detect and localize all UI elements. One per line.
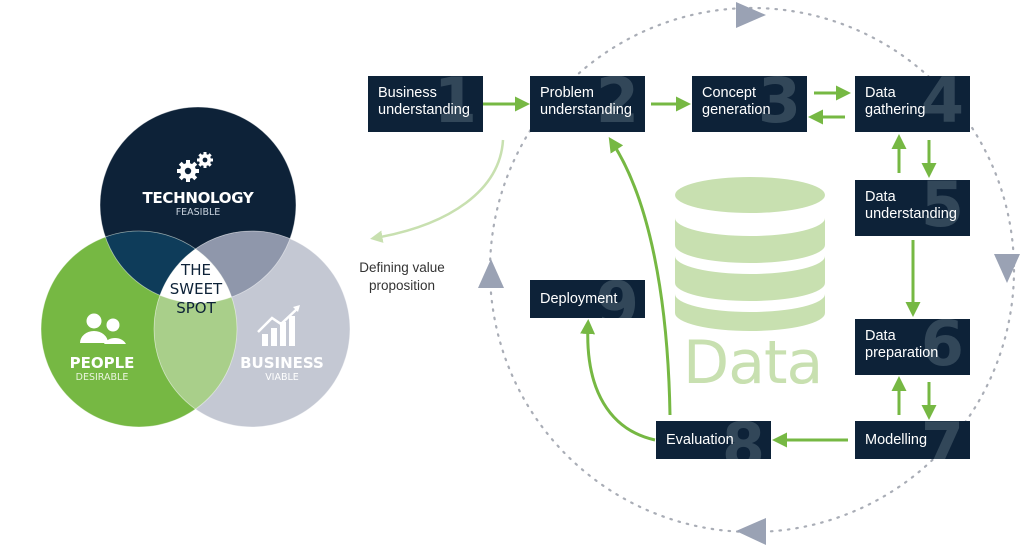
process-arrows bbox=[483, 85, 937, 448]
step-label: Data understanding bbox=[865, 189, 957, 222]
venn-sweet-spot-area bbox=[154, 231, 237, 303]
arrow-8-to-9 bbox=[580, 319, 656, 442]
step-label: Data preparation bbox=[865, 328, 939, 361]
step-label: Concept generation bbox=[702, 85, 771, 118]
step-6-data-preparation: 6 Data preparation bbox=[855, 319, 970, 375]
gears-icon bbox=[177, 152, 213, 182]
step-number: 1 bbox=[433, 76, 477, 132]
people-icon bbox=[80, 313, 126, 344]
sweet-spot-line-2: SWEET bbox=[169, 280, 223, 298]
venn-technology-title: TECHNOLOGY bbox=[142, 189, 254, 207]
data-watermark-text: Data bbox=[683, 328, 823, 398]
step-label: Evaluation bbox=[666, 432, 734, 448]
cycle-triangle-top bbox=[736, 2, 766, 28]
sweet-spot-line-3: SPOT bbox=[176, 299, 216, 317]
step-number: 9 bbox=[595, 280, 639, 318]
venn-sweet-spot-label: THE SWEET SPOT bbox=[158, 261, 234, 318]
venn-people-subtitle: DESIRABLE bbox=[75, 372, 129, 383]
step-number: 4 bbox=[920, 76, 964, 132]
step-2-problem-understanding: 2 Problem understanding bbox=[530, 76, 645, 132]
step-number: 5 bbox=[920, 180, 964, 236]
cycle-triangle-bottom bbox=[736, 518, 766, 545]
cycle-triangle-left bbox=[478, 259, 504, 288]
step-number: 3 bbox=[757, 76, 801, 132]
step-7-modelling: 7 Modelling bbox=[855, 421, 970, 459]
venn-people-label: PEOPLE DESIRABLE bbox=[60, 354, 144, 384]
arrow-8-to-2 bbox=[608, 136, 672, 416]
step-label: Business understanding bbox=[378, 85, 470, 118]
venn-people-title: PEOPLE bbox=[69, 354, 135, 372]
growth-chart-icon bbox=[257, 305, 300, 346]
step-4-data-gathering: 4 Data gathering bbox=[855, 76, 970, 132]
step-number: 2 bbox=[595, 76, 639, 132]
step-label: Deployment bbox=[540, 291, 618, 307]
venn-technology-subtitle: FEASIBLE bbox=[175, 207, 221, 218]
step-9-deployment: 9 Deployment bbox=[530, 280, 645, 318]
step-label: Modelling bbox=[865, 432, 928, 448]
sweet-spot-line-1: THE bbox=[181, 261, 211, 279]
venn-business-subtitle: VIABLE bbox=[265, 372, 299, 383]
step-label: Problem understanding bbox=[540, 85, 632, 118]
cycle-ring bbox=[488, 6, 1016, 534]
value-proposition-caption: Defining value proposition bbox=[359, 260, 445, 293]
value-proposition-arrow bbox=[370, 139, 505, 243]
step-number: 8 bbox=[721, 421, 765, 459]
step-number: 7 bbox=[920, 421, 964, 459]
venn-business-label: BUSINESS VIABLE bbox=[236, 354, 328, 384]
venn-technology-label: TECHNOLOGY FEASIBLE bbox=[140, 189, 256, 219]
step-5-data-understanding: 5 Data understanding bbox=[855, 180, 970, 236]
step-8-evaluation: 8 Evaluation bbox=[656, 421, 771, 459]
step-label: Data gathering bbox=[865, 85, 926, 118]
venn-diagram bbox=[40, 106, 351, 428]
step-3-concept-generation: 3 Concept generation bbox=[692, 76, 807, 132]
cycle-triangle-right bbox=[994, 254, 1020, 283]
database-icon bbox=[675, 177, 825, 331]
step-number: 6 bbox=[920, 319, 964, 375]
step-1-business-understanding: 1 Business understanding bbox=[368, 76, 483, 132]
venn-business-title: BUSINESS bbox=[240, 354, 324, 372]
